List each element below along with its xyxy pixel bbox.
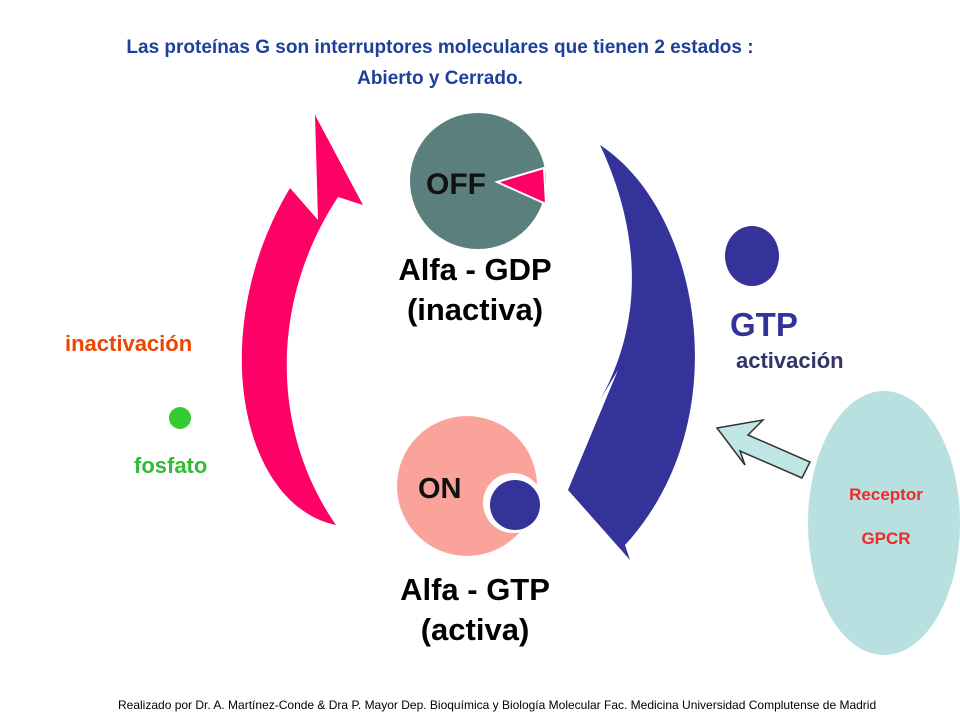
gtp-free-dot <box>725 226 779 286</box>
off-badge: OFF <box>426 168 486 201</box>
receptor-name: Receptor <box>849 485 923 504</box>
inactivation-arrow <box>241 115 363 525</box>
phosphate-label: fosfato <box>134 453 208 478</box>
on-state-label: Alfa - GTP (activa) <box>370 570 580 650</box>
inactivation-label: inactivación <box>65 331 193 356</box>
gtp-label: GTP <box>730 306 798 343</box>
receptor-type: GPCR <box>861 529 911 548</box>
on-state-status: (activa) <box>420 612 530 647</box>
receptor-gpcr <box>808 391 960 655</box>
off-state-label: Alfa - GDP (inactiva) <box>370 250 580 330</box>
title-line-2: Abierto y Cerrado. <box>357 68 523 89</box>
gtp-bound-dot <box>490 480 540 530</box>
off-state-status: (inactiva) <box>406 292 544 327</box>
page-title: Las proteínas G son interruptores molecu… <box>0 32 880 94</box>
activation-label: activación <box>736 348 844 373</box>
receptor-signal-arrow <box>715 418 812 479</box>
on-state-name: Alfa - GTP <box>400 572 550 607</box>
phosphate-dot <box>169 407 191 429</box>
off-pink-wedge <box>494 166 548 206</box>
off-state-name: Alfa - GDP <box>398 252 552 287</box>
credit-line: Realizado por Dr. A. Martínez-Conde & Dr… <box>118 698 877 712</box>
title-line-1: Las proteínas G son interruptores molecu… <box>126 37 754 58</box>
activation-arrow <box>568 145 695 560</box>
off-circle <box>410 113 546 249</box>
receptor-label: Receptor GPCR <box>824 485 948 549</box>
on-badge: ON <box>418 473 462 505</box>
